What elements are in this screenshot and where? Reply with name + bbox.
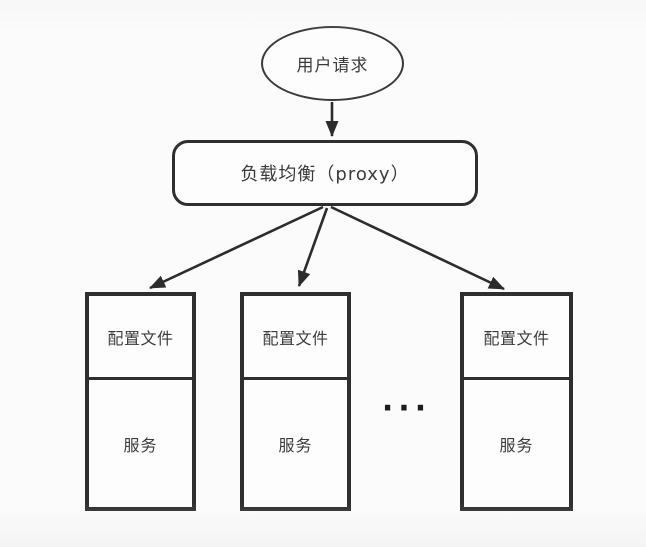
server-2-service-cell: 服务 — [244, 380, 347, 507]
server-1-service-label: 服务 — [123, 435, 158, 455]
server-3-service-label: 服务 — [499, 435, 534, 455]
server-1-config-label: 配置文件 — [107, 328, 174, 348]
more-servers-ellipsis: ··· — [381, 391, 432, 426]
server-3-service-cell: 服务 — [464, 380, 569, 507]
user-request-label: 用户请求 — [296, 56, 369, 76]
server-1-service-cell: 服务 — [89, 380, 192, 507]
server-3-config-label: 配置文件 — [483, 328, 550, 348]
server-node-1: 配置文件 服务 — [85, 292, 196, 511]
arrow-loadbalancer-to-server-2 — [297, 207, 329, 287]
server-2-service-label: 服务 — [278, 435, 313, 455]
server-2-config-cell: 配置文件 — [244, 296, 347, 380]
server-node-3: 配置文件 服务 — [460, 292, 573, 511]
server-3-config-cell: 配置文件 — [464, 296, 569, 380]
arrow-loadbalancer-to-server-3 — [330, 205, 505, 291]
load-balancer-node: 负载均衡（proxy） — [172, 140, 478, 206]
arrow-loadbalancer-to-server-1 — [149, 205, 324, 290]
server-node-2: 配置文件 服务 — [240, 292, 351, 511]
user-request-node: 用户请求 — [261, 26, 404, 101]
server-2-config-label: 配置文件 — [262, 328, 329, 348]
server-1-config-cell: 配置文件 — [89, 296, 192, 380]
load-balancer-label: 负载均衡（proxy） — [240, 164, 410, 185]
